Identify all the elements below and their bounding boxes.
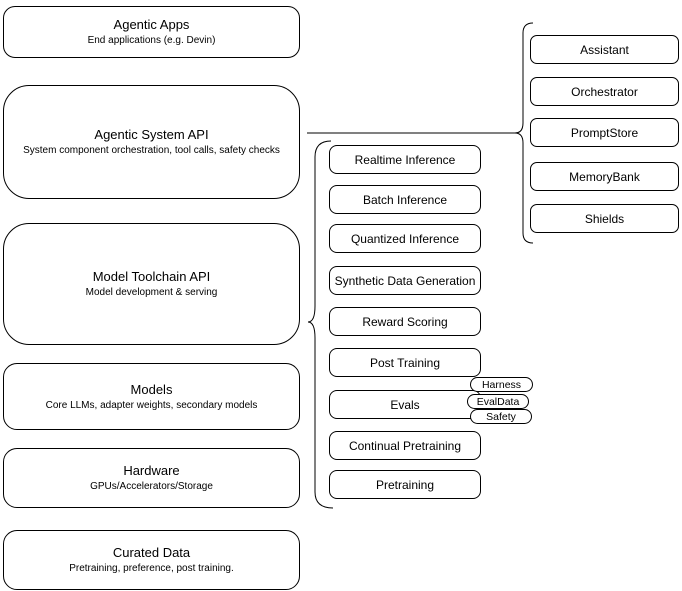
node-subtitle: System component orchestration, tool cal…	[23, 145, 280, 156]
node-label: Pretraining	[375, 477, 435, 492]
node-subtitle: End applications (e.g. Devin)	[87, 35, 216, 46]
node-memorybank: MemoryBank	[530, 162, 679, 191]
badge-evaldata: EvalData	[467, 394, 529, 409]
node-label: Post Training	[369, 355, 441, 370]
node-hardware: Hardware GPUs/Accelerators/Storage	[3, 448, 300, 508]
node-agentic-system-api: Agentic System API System component orch…	[3, 85, 300, 199]
node-shields: Shields	[530, 204, 679, 233]
node-continual-pretraining: Continual Pretraining	[329, 431, 481, 460]
node-batch-inference: Batch Inference	[329, 185, 481, 214]
node-subtitle: Model development & serving	[85, 287, 218, 298]
node-post-training: Post Training	[329, 348, 481, 377]
node-pretraining: Pretraining	[329, 470, 481, 499]
node-title: Agentic Apps	[113, 17, 190, 32]
node-label: Synthetic Data Generation	[334, 273, 476, 288]
node-label: Quantized Inference	[350, 231, 460, 246]
badge-harness: Harness	[470, 377, 533, 392]
badge-label: EvalData	[476, 395, 520, 408]
node-label: Assistant	[580, 42, 629, 57]
node-title: Models	[130, 381, 173, 397]
node-model-toolchain-api: Model Toolchain API Model development & …	[3, 223, 300, 345]
node-label: Batch Inference	[362, 192, 448, 207]
badge-safety: Safety	[470, 409, 532, 424]
node-title: Model Toolchain API	[92, 269, 211, 284]
node-title: Curated Data	[112, 545, 191, 560]
node-label: Reward Scoring	[362, 314, 448, 329]
node-subtitle: GPUs/Accelerators/Storage	[90, 481, 213, 492]
node-agentic-apps: Agentic Apps End applications (e.g. Devi…	[3, 6, 300, 58]
node-subtitle: Pretraining, preference, post training.	[69, 563, 234, 574]
node-orchestrator: Orchestrator	[530, 77, 679, 106]
middle-group-brace	[307, 140, 334, 509]
badge-label: Harness	[481, 378, 522, 391]
node-synthetic-data-generation: Synthetic Data Generation	[329, 266, 481, 295]
node-label: Continual Pretraining	[348, 438, 462, 453]
node-subtitle: Core LLMs, adapter weights, secondary mo…	[45, 399, 258, 411]
node-label: Evals	[390, 397, 420, 412]
node-title: Hardware	[123, 463, 180, 478]
node-label: MemoryBank	[569, 169, 640, 184]
node-quantized-inference: Quantized Inference	[329, 224, 481, 253]
badge-label: Safety	[486, 410, 516, 423]
node-label: Shields	[584, 211, 625, 226]
node-promptstore: PromptStore	[530, 118, 679, 147]
node-label: PromptStore	[570, 125, 639, 140]
node-models: Models Core LLMs, adapter weights, secon…	[3, 363, 300, 430]
node-label: Orchestrator	[571, 84, 638, 99]
node-reward-scoring: Reward Scoring	[329, 307, 481, 336]
node-curated-data: Curated Data Pretraining, preference, po…	[3, 530, 300, 590]
node-evals: Evals	[329, 390, 481, 419]
node-realtime-inference: Realtime Inference	[329, 145, 481, 174]
node-assistant: Assistant	[530, 35, 679, 64]
node-title: Agentic System API	[94, 127, 209, 142]
node-label: Realtime Inference	[354, 152, 456, 167]
right-group-brace	[514, 22, 534, 244]
